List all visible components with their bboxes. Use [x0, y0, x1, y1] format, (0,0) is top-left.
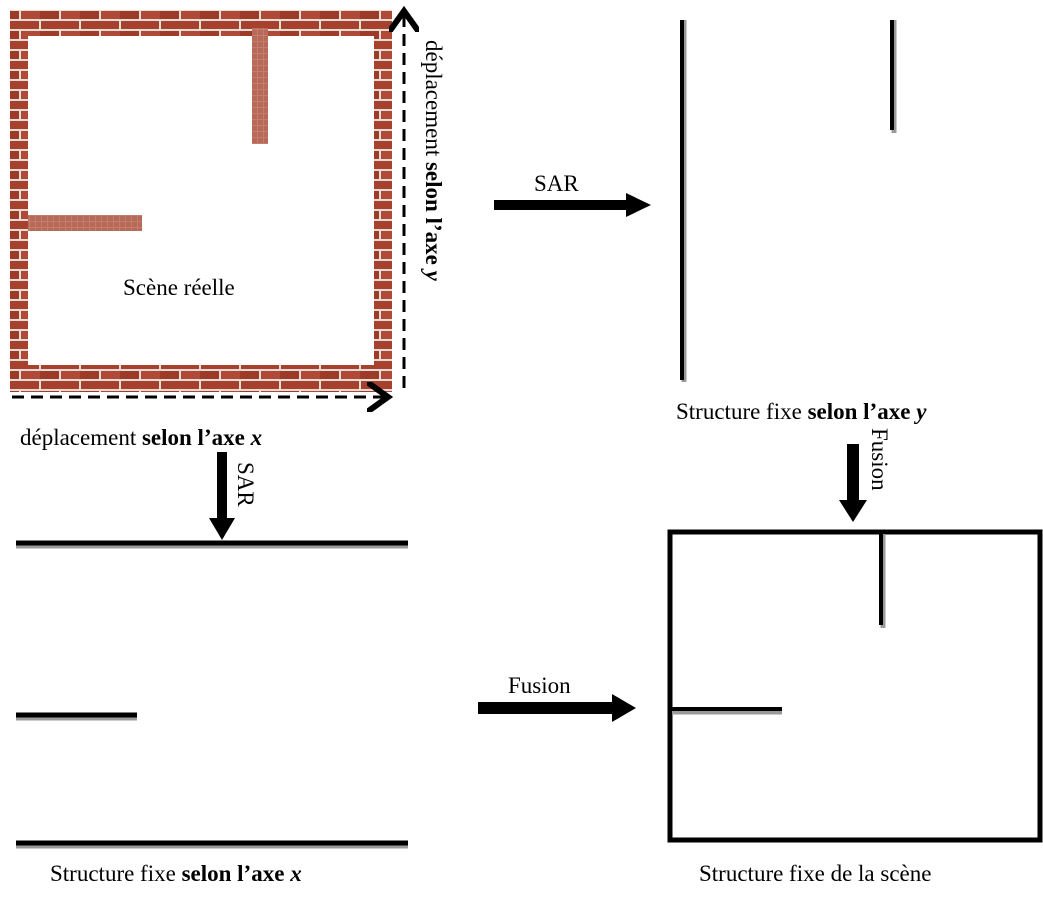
- x-structure-caption: Structure fixe selon l’axe x: [50, 862, 302, 885]
- real-scene: [10, 10, 392, 392]
- y-structure-panel: [682, 20, 894, 382]
- x-structure-var: x: [290, 861, 302, 886]
- x-motion-prefix: déplacement: [20, 425, 136, 450]
- brick-inner-wall-horizontal: [28, 215, 142, 231]
- y-motion-label: déplacement selon l’axe y: [422, 40, 445, 281]
- fused-structure-panel: [670, 532, 1040, 840]
- x-motion-var: x: [251, 425, 263, 450]
- sar-down-label: SAR: [234, 462, 257, 507]
- brick-inner-wall-vertical: [252, 28, 268, 144]
- y-structure-prefix: Structure fixe: [676, 399, 802, 424]
- x-motion-label: déplacement selon l’axe x: [20, 426, 262, 449]
- y-motion-bold: selon l’axe: [421, 162, 446, 265]
- y-structure-caption: Structure fixe selon l’axe y: [676, 400, 926, 423]
- fusion-right-arrow: [478, 694, 636, 722]
- scene-label: Scène réelle: [123, 276, 235, 299]
- sar-down-arrow: [209, 452, 235, 540]
- x-motion-bold: selon l’axe: [142, 425, 245, 450]
- y-motion-var: y: [421, 271, 446, 281]
- x-structure-prefix: Structure fixe: [50, 861, 176, 886]
- fused-outer-wall: [670, 532, 1040, 840]
- scene-floor: [28, 36, 374, 365]
- y-structure-var: y: [916, 399, 926, 424]
- y-motion-prefix: déplacement: [421, 40, 446, 156]
- y-structure-bold: selon l’axe: [808, 399, 911, 424]
- fusion-down-arrow: [839, 444, 867, 522]
- fusion-down-label: Fusion: [868, 428, 891, 491]
- fusion-right-label: Fusion: [508, 674, 571, 697]
- x-structure-panel: [16, 543, 408, 846]
- sar-right-arrow: [494, 193, 651, 217]
- fused-structure-caption: Structure fixe de la scène: [699, 862, 931, 885]
- sar-right-label: SAR: [534, 172, 579, 195]
- x-structure-bold: selon l’axe: [182, 861, 285, 886]
